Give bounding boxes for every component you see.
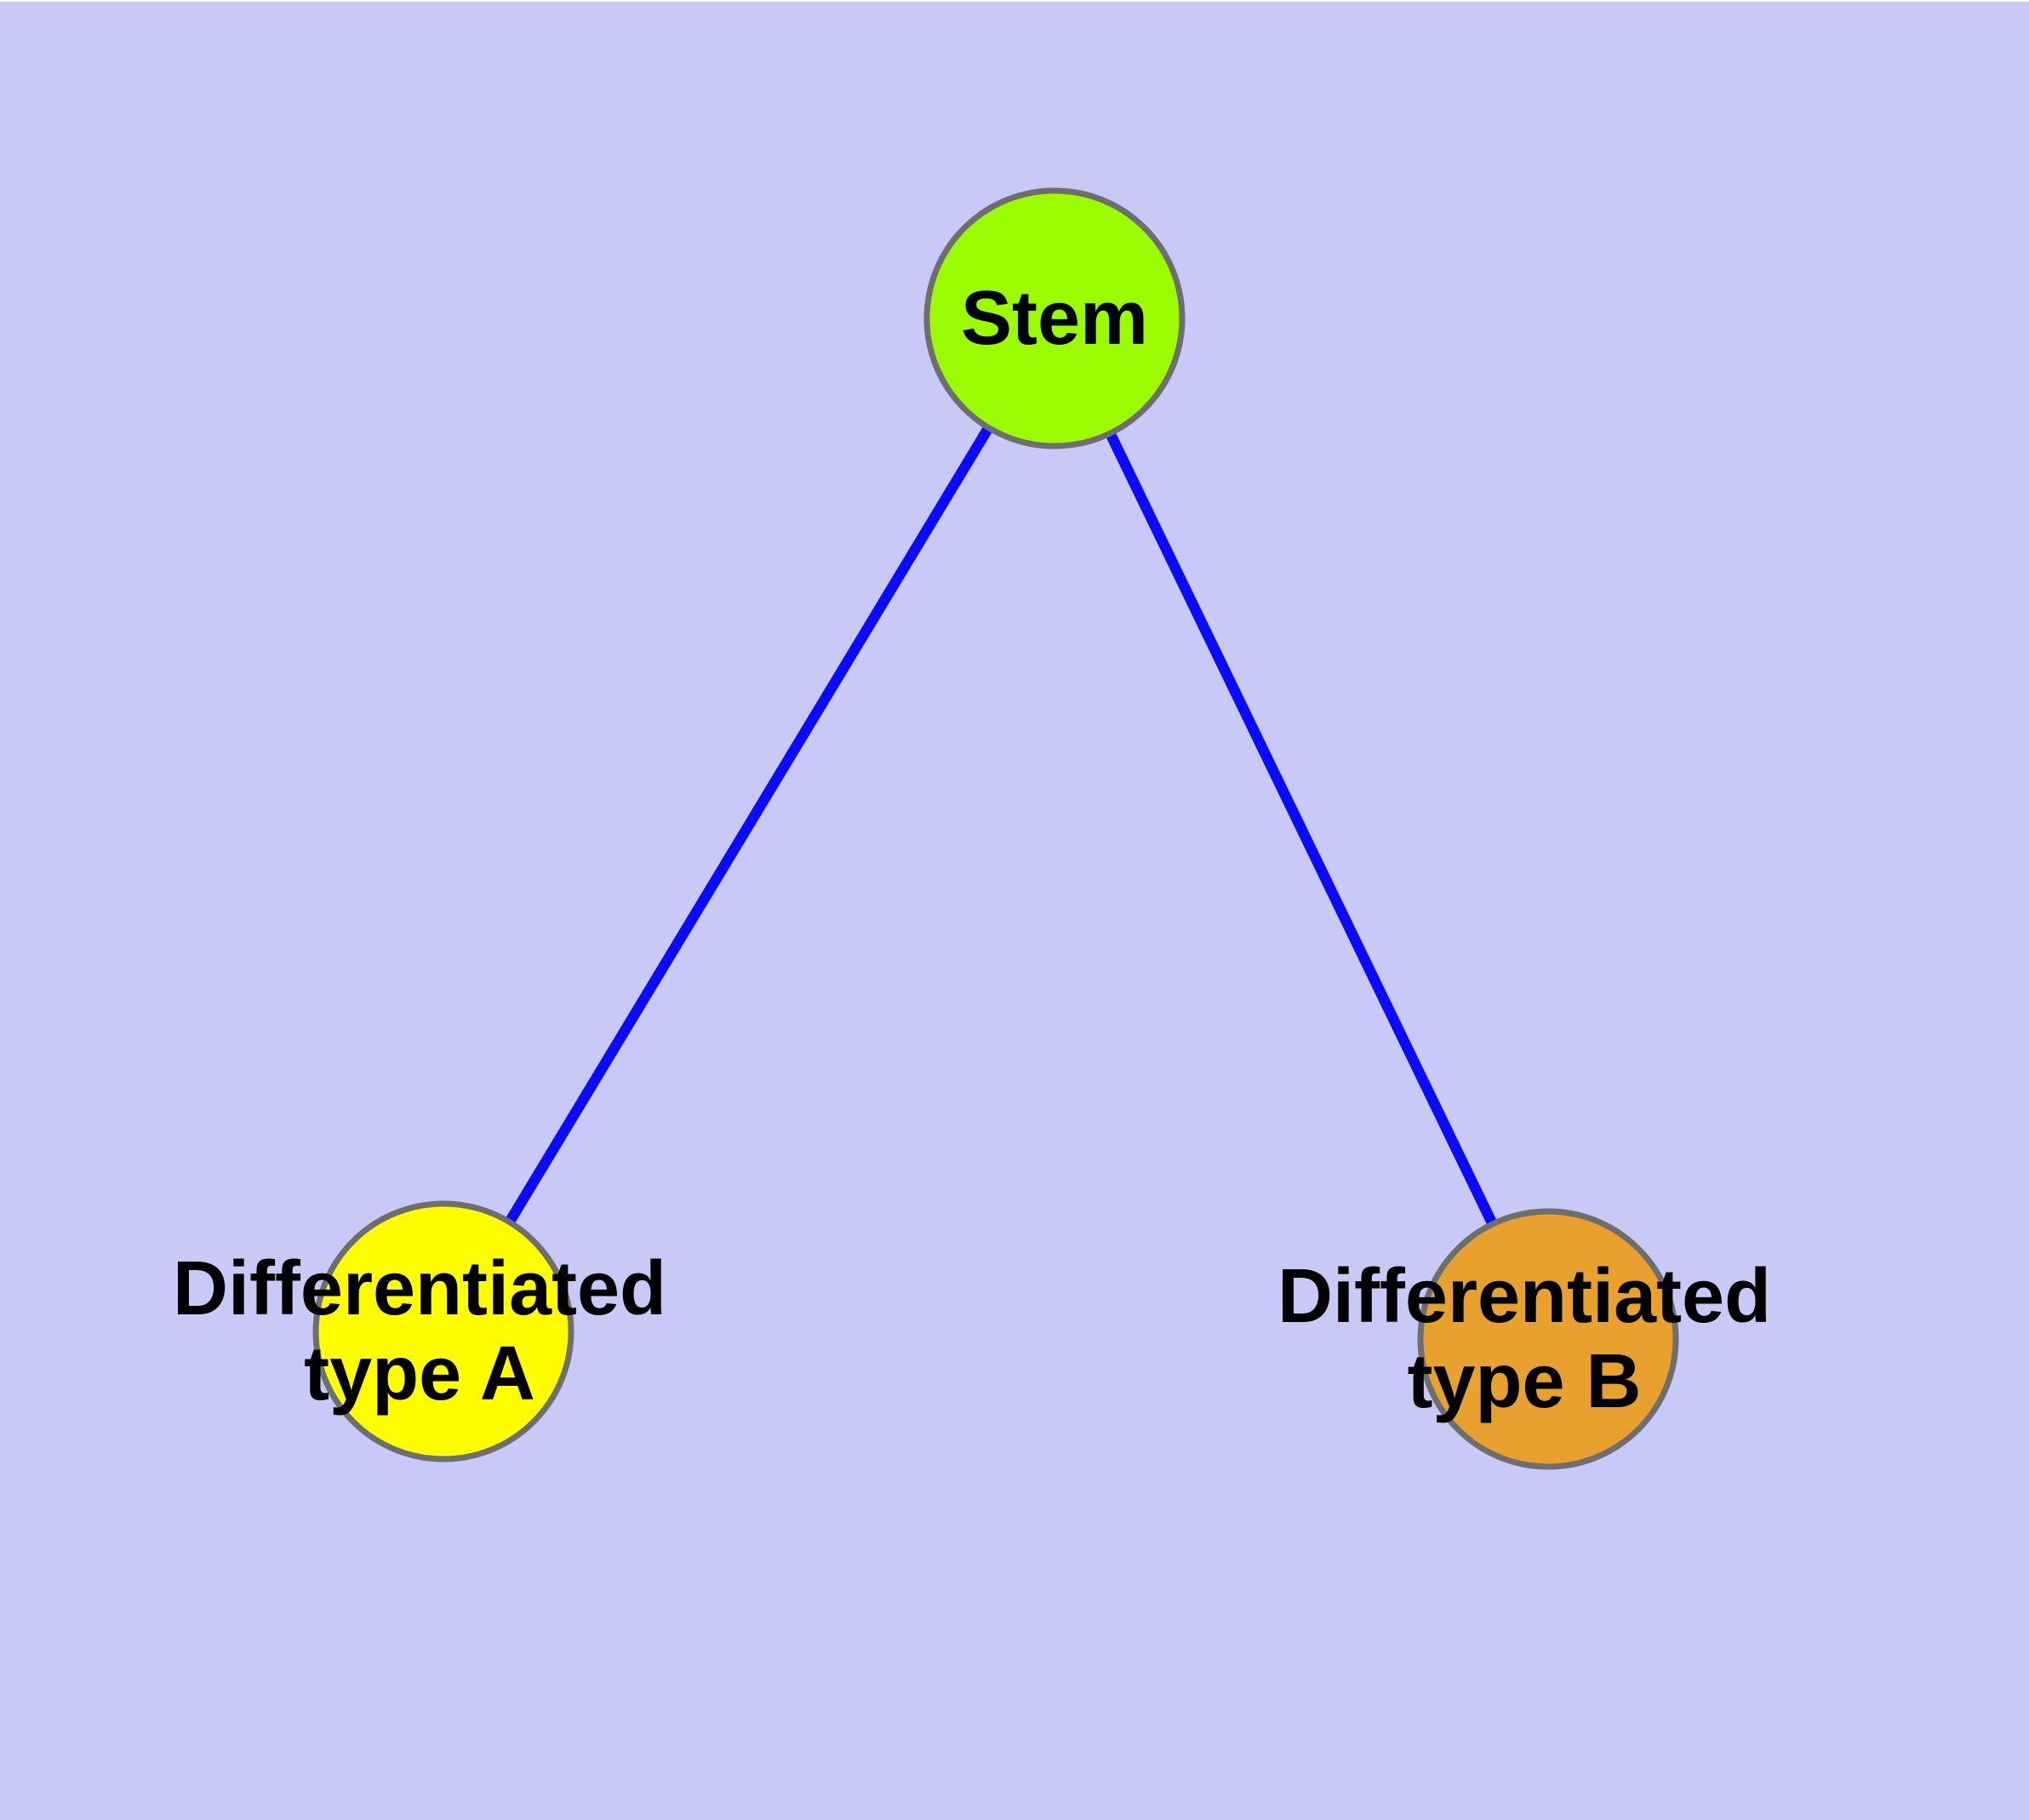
node-type-b-label-line1: Differentiated <box>1277 1254 1771 1339</box>
node-type-a-label-line1: Differentiated <box>173 1246 666 1331</box>
edge-stem-to-type-b <box>1049 316 1553 1342</box>
node-differentiated-type-b <box>1417 1208 1679 1470</box>
node-type-a-label-line2: type A <box>304 1331 535 1417</box>
node-differentiated-type-a <box>312 1200 574 1462</box>
node-stem <box>923 187 1186 449</box>
edge-stem-to-type-a <box>438 315 1060 1335</box>
node-type-b-label-line2: type B <box>1407 1339 1641 1424</box>
node-stem-label: Stem <box>961 276 1148 361</box>
